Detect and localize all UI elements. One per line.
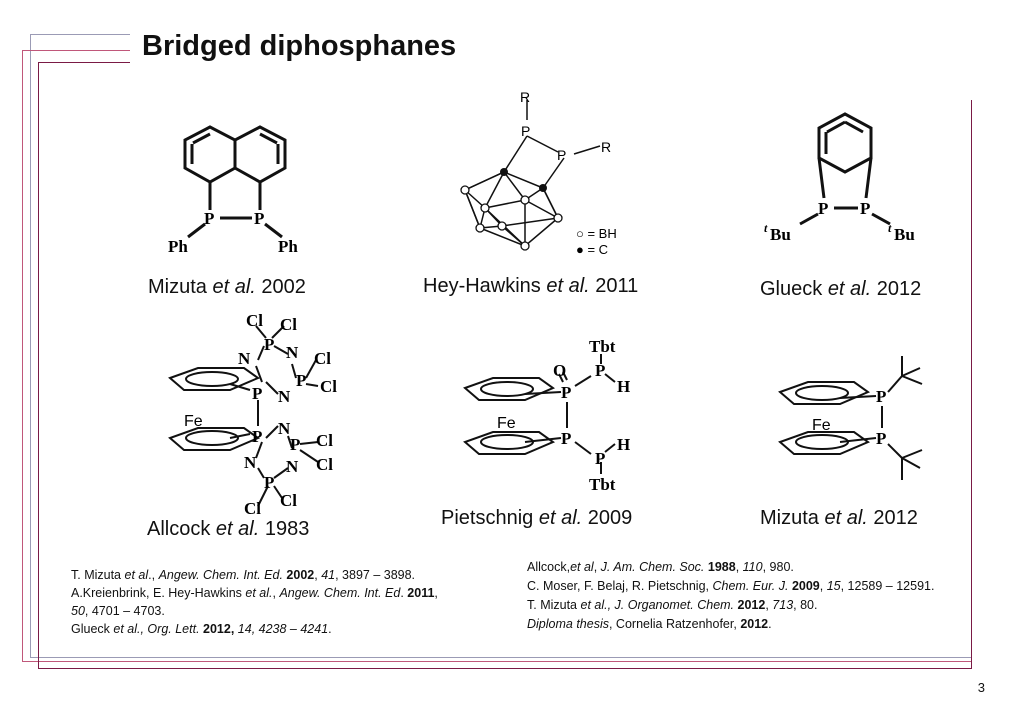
atom-label: N [278, 387, 291, 406]
atom-label: P [561, 429, 571, 448]
atom-label: P [252, 384, 262, 403]
atom-label: Fe [497, 415, 516, 432]
atom-label: N [278, 419, 291, 438]
atom-label: Tbt [589, 340, 616, 356]
reference-item: Diploma thesis, Cornelia Ratzenhofer, 20… [527, 617, 772, 631]
caption-mizuta-2002: Mizuta et al. 2002 [148, 276, 306, 298]
atom-label: P [264, 335, 274, 354]
reference-item: A.Kreienbrink, E. Hey-Hawkins et al., An… [71, 586, 438, 600]
legend-c: ● = C [576, 242, 608, 257]
atom-label: P [296, 371, 306, 390]
references-left: T. Mizuta et al., Angew. Chem. Int. Ed. … [71, 566, 438, 638]
atom-label: P [254, 209, 264, 228]
caption-mizuta-2012: Mizuta et al. 2012 [760, 507, 918, 529]
molecule-hey-hawkins-2011: R P P R ○ = BH ● = C [460, 89, 617, 257]
atom-label: P [204, 209, 214, 228]
title-area [130, 20, 990, 100]
reference-item: C. Moser, F. Belaj, R. Pietschnig, Chem.… [527, 579, 935, 593]
atom-label: P [521, 123, 530, 139]
atom-label: P [818, 199, 828, 218]
atom-label: R [520, 89, 530, 105]
reference-item: Allcock,et al, J. Am. Chem. Soc. 1988, 1… [527, 560, 794, 574]
slide-title: Bridged diphosphanes [142, 30, 457, 62]
molecule-allcock-1983: Fe P P N N P N P Cl Cl Cl Cl N P Cl Cl N… [168, 311, 337, 515]
reference-item: Glueck et al., Org. Lett. 2012, 14, 4238… [71, 622, 332, 636]
molecule-glueck-2012: P P t Bu t Bu [764, 112, 915, 244]
atom-label: Cl [316, 431, 333, 450]
atom-label: P [252, 427, 262, 446]
legend-bh: ○ = BH [576, 226, 617, 241]
atom-label: t [888, 221, 892, 235]
atom-label: P [876, 387, 886, 406]
atom-label: P [264, 473, 274, 492]
caption-glueck-2012: Glueck et al. 2012 [760, 278, 922, 300]
atom-label: Fe [812, 417, 831, 434]
atom-label: N [286, 343, 299, 362]
atom-label: H [617, 377, 630, 396]
atom-label: t [764, 221, 768, 235]
atom-label: P [595, 449, 605, 468]
atom-label: O [553, 361, 566, 380]
molecule-mizuta-2002: P P Ph Ph [168, 125, 298, 256]
caption-hey-hawkins-2011: Hey-Hawkins et al. 2011 [423, 275, 639, 297]
atom-label: R [601, 139, 611, 155]
atom-label: N [286, 457, 299, 476]
molecule-pietschnig-2009: Fe O P P P P H H Tbt Tbt [463, 340, 630, 494]
atom-label: N [244, 453, 257, 472]
atom-label: N [238, 349, 251, 368]
atom-label: P [561, 383, 571, 402]
atom-label: Ph [278, 237, 298, 256]
reference-item: T. Mizuta et al., Angew. Chem. Int. Ed. … [71, 568, 416, 582]
reference-item: 50, 4701 – 4703. [71, 604, 165, 618]
atom-label: Cl [280, 315, 297, 334]
atom-label: Bu [894, 225, 915, 244]
atom-label: Cl [246, 311, 263, 330]
caption-allcock-1983: Allcock et al. 1983 [147, 518, 310, 540]
page-number: 3 [977, 680, 985, 695]
atom-label: P [860, 199, 870, 218]
references-right: Allcock,et al, J. Am. Chem. Soc. 1988, 1… [527, 558, 934, 634]
atom-label: Ph [168, 237, 188, 256]
atom-label: Cl [320, 377, 337, 396]
atom-label: P [595, 361, 605, 380]
atom-label: Cl [316, 455, 333, 474]
atom-label: Tbt [589, 475, 616, 494]
atom-label: Cl [280, 491, 297, 510]
atom-label: Fe [184, 413, 203, 430]
reference-item: T. Mizuta et al., J. Organomet. Chem. 20… [527, 598, 818, 612]
atom-label: Cl [314, 349, 331, 368]
atom-label: P [876, 429, 886, 448]
atom-label: Cl [244, 499, 261, 515]
atom-label: Bu [770, 225, 791, 244]
atom-label: P [557, 147, 566, 163]
atom-label: H [617, 435, 630, 454]
atom-label: P [290, 435, 300, 454]
caption-pietschnig-2009: Pietschnig et al. 2009 [441, 507, 633, 529]
molecule-mizuta-2012: Fe P P [778, 356, 923, 480]
